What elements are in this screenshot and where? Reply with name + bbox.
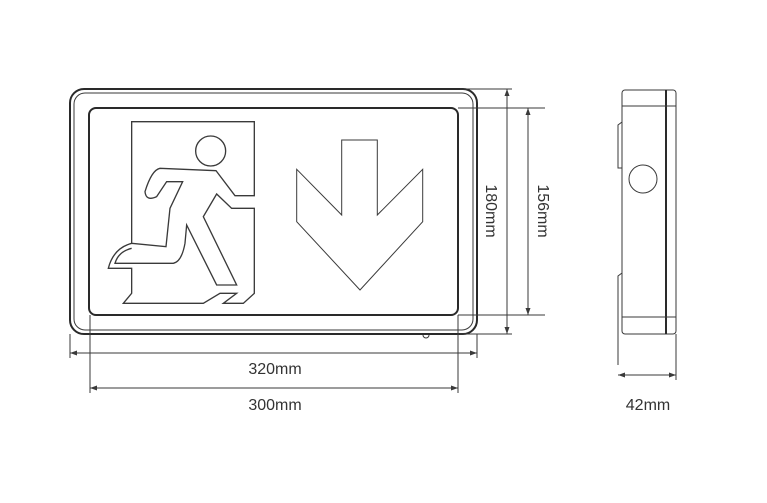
display-panel — [88, 107, 459, 316]
outer-frame — [69, 88, 478, 335]
front-view — [69, 88, 478, 339]
height-dimensions: 180mm 156mm — [458, 88, 551, 335]
width-outer-label: 320mm — [248, 361, 301, 378]
depth-label: 42mm — [626, 397, 670, 414]
height-inner-label: 156mm — [534, 184, 551, 237]
side-knob-icon — [628, 164, 658, 194]
height-outer-label: 180mm — [482, 184, 499, 237]
width-inner-label: 300mm — [248, 397, 301, 414]
mounting-knob — [422, 334, 430, 339]
width-dimensions: 320mm 300mm — [69, 315, 478, 414]
outer-frame-inner-edge — [73, 92, 474, 331]
arrow-down-icon — [296, 139, 424, 291]
running-man-exit-icon — [107, 120, 255, 304]
side-housing — [621, 89, 677, 335]
side-view: 42mm — [617, 89, 677, 414]
